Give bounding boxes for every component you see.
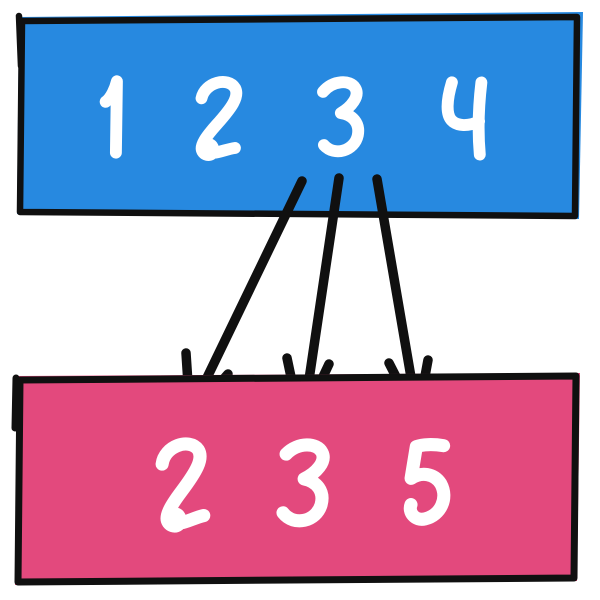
digit-3 [276, 438, 330, 528]
source-set-fill [17, 12, 583, 219]
source-set-digits [99, 75, 488, 161]
target-set-fill [15, 373, 580, 585]
target-set-box [11, 372, 580, 586]
digit-2 [195, 76, 243, 161]
digit-3 [317, 76, 365, 158]
target-set-digits [155, 437, 451, 533]
source-set-box [15, 12, 583, 220]
digit-2 [155, 437, 211, 533]
digit-5 [403, 438, 451, 526]
target-set-border [11, 372, 580, 586]
source-set-border [15, 12, 581, 220]
digit-1 [99, 75, 123, 159]
digit-4 [441, 76, 488, 161]
